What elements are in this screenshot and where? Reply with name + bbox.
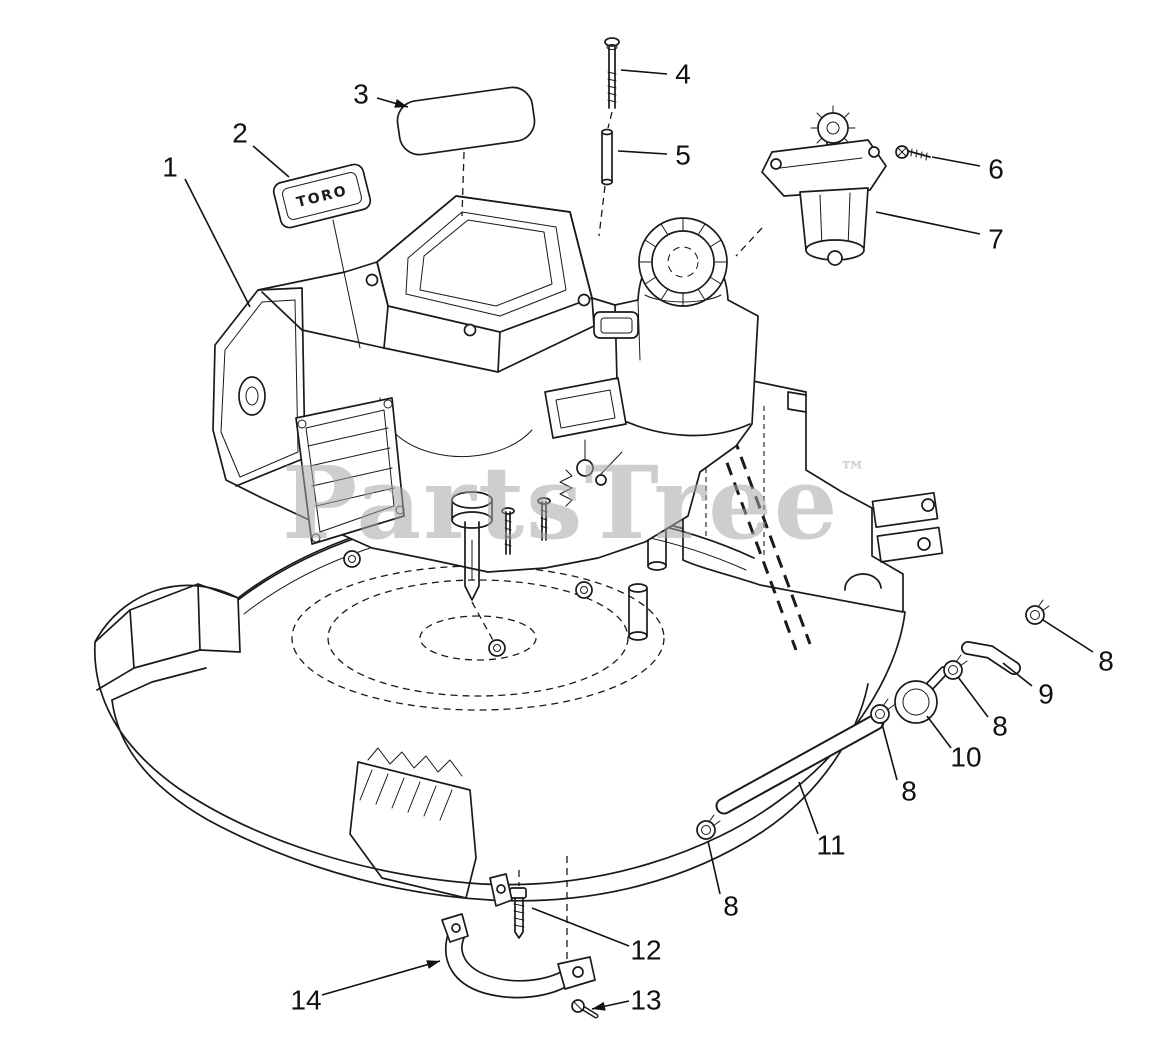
engine-side-panel [220, 287, 306, 487]
callout-arrowhead-14 [426, 960, 440, 969]
callout-leader-line-11-12 [798, 781, 819, 835]
callout-label-1-0: 1 [162, 152, 178, 183]
callout-label-5-4: 5 [675, 140, 691, 171]
callout-label-3-2: 3 [353, 79, 369, 110]
crankshaft-and-studs [451, 491, 551, 643]
callout-label-11-12: 11 [816, 830, 845, 861]
deck-body [94, 506, 906, 886]
callout-label-7-6: 7 [988, 224, 1004, 255]
deck-front-plate [349, 747, 477, 899]
callout-leader-line-2-1 [252, 145, 290, 178]
callout-arrowhead-13 [592, 1001, 606, 1011]
starter-screw [895, 145, 931, 161]
callout-label-13-15: 13 [630, 985, 661, 1016]
callout-label-4-3: 4 [675, 59, 691, 90]
deck-front-step [94, 583, 241, 701]
callout-leader-line-1-0 [184, 178, 251, 308]
callout-label-10-10: 10 [950, 742, 981, 773]
callout-label-9-8: 9 [1038, 679, 1054, 710]
callout-leader-line-6-5 [931, 156, 981, 167]
hose-clamp-1 [1025, 599, 1050, 625]
callout-leader-line-7-6 [875, 211, 981, 235]
callout-leader-line-4-3 [620, 69, 668, 75]
callout-label-8-9: 8 [992, 711, 1008, 742]
toro-badge: TORO [272, 163, 372, 229]
hose-clamp-2 [943, 654, 968, 680]
callout-label-8-7: 8 [1098, 646, 1114, 677]
callout-arrowhead-3 [394, 99, 408, 108]
long-bolt [604, 37, 620, 109]
callout-leader-line-14-16 [321, 960, 441, 996]
hose-clamp-4 [696, 814, 721, 840]
callout-label-6-5: 6 [988, 154, 1004, 185]
callout-label-12-14: 12 [630, 935, 661, 966]
hose-clamp-3 [870, 698, 895, 724]
callout-label-8-11: 8 [901, 776, 917, 807]
callout-label-2-1: 2 [232, 118, 248, 149]
muffler-box [295, 397, 405, 545]
callout-leader-line-8-9 [957, 676, 989, 718]
callout-label-14-16: 14 [290, 985, 321, 1016]
primer-bulb [894, 666, 949, 724]
callout-leader-line-8-11 [881, 723, 898, 781]
callout-leader-line-8-7 [1042, 619, 1094, 653]
callout-leader-line-8-13 [707, 840, 721, 895]
mounting-bracket [441, 913, 596, 999]
callout-leader-line-5-4 [617, 150, 668, 155]
callout-leader-line-12-14 [531, 907, 630, 947]
fuel-tank [593, 299, 751, 437]
fuel-cap [638, 217, 728, 307]
engine-bolt [489, 873, 527, 939]
engine-group [212, 195, 759, 643]
starter-motor [761, 105, 887, 266]
foam-pad [396, 86, 536, 156]
bolt-sleeve [601, 128, 613, 186]
fuel-hose-short [961, 641, 1021, 675]
callout-leader-line-9-8 [1002, 662, 1033, 687]
callout-leader-line-10-10 [926, 715, 952, 749]
bracket-screw [571, 999, 599, 1019]
carburetor [544, 377, 627, 507]
callout-label-8-13: 8 [723, 891, 739, 922]
fuel-hose-long [715, 713, 885, 815]
